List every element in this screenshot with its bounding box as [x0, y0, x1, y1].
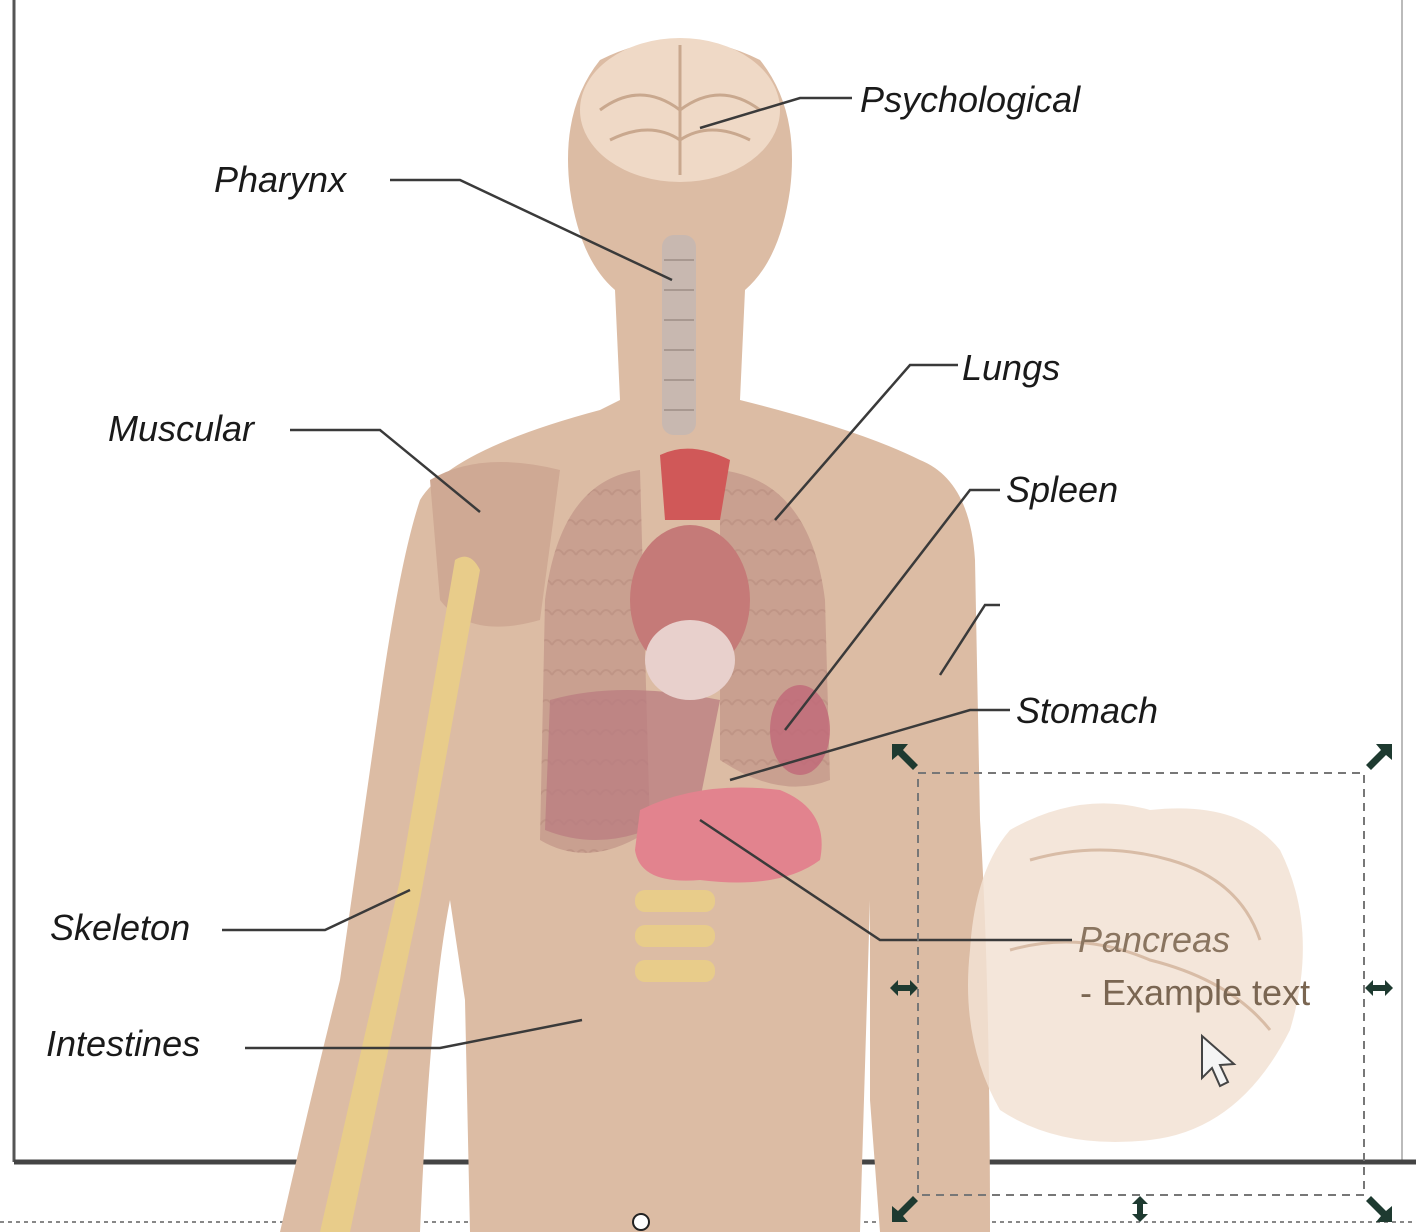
label-pharynx[interactable]: Pharynx	[214, 162, 346, 198]
label-stomach[interactable]: Stomach	[1016, 693, 1158, 729]
brain	[580, 38, 780, 182]
trachea	[662, 235, 696, 435]
label-lungs[interactable]: Lungs	[962, 350, 1060, 386]
anchor-handle[interactable]	[633, 1214, 649, 1230]
stomach	[635, 788, 822, 883]
label-skeleton[interactable]: Skeleton	[50, 910, 190, 946]
spleen	[770, 685, 830, 775]
label-psychological[interactable]: Psychological	[860, 82, 1080, 118]
resize-handle-bottom-right[interactable]	[1366, 1196, 1392, 1222]
resize-handle-right[interactable]	[1365, 980, 1393, 996]
label-muscular[interactable]: Muscular	[108, 411, 254, 447]
spine	[635, 890, 715, 982]
example-text[interactable]: - Example text	[1080, 975, 1310, 1011]
label-spleen[interactable]: Spleen	[1006, 472, 1118, 508]
resize-handle-top-right[interactable]	[1366, 744, 1392, 770]
resize-handle-bottom[interactable]	[1132, 1196, 1148, 1222]
label-pancreas[interactable]: Pancreas	[1078, 922, 1230, 958]
label-intestines[interactable]: Intestines	[46, 1026, 200, 1062]
